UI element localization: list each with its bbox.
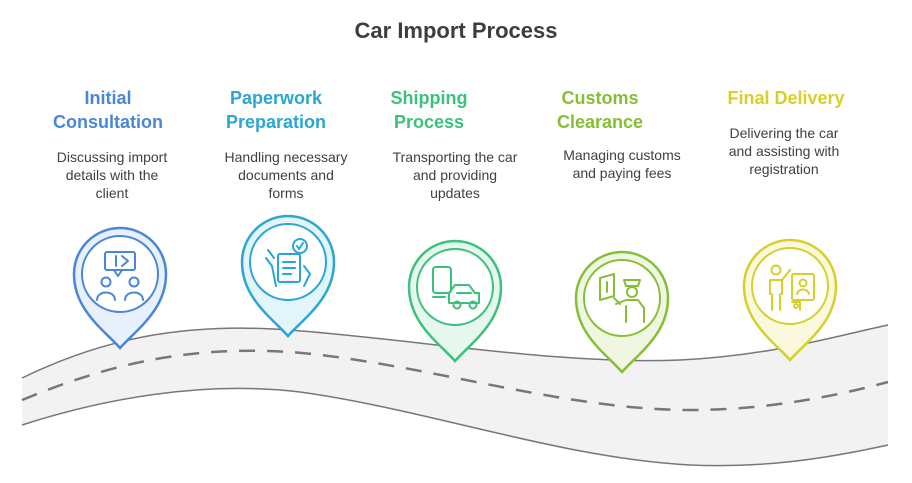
step-1-marker bbox=[72, 226, 168, 350]
step-1-desc-line-1: Discussing import bbox=[56, 149, 168, 165]
step-1-title-line-1: Initial bbox=[84, 88, 132, 108]
step-4-title-line-1: Customs bbox=[561, 88, 639, 108]
consultation-icon bbox=[96, 251, 144, 301]
step-4-marker-ring bbox=[583, 259, 661, 337]
step-3-desc-line-1: Transporting the car bbox=[392, 149, 518, 165]
road-center-line bbox=[21, 349, 889, 412]
step-3-description: Transporting the car and providing updat… bbox=[375, 148, 535, 202]
step-4-marker bbox=[574, 250, 670, 374]
step-3-desc-line-3: updates bbox=[430, 185, 480, 201]
step-5-desc-line-2: and assisting with bbox=[728, 143, 840, 159]
step-2-desc-line-3: forms bbox=[268, 185, 304, 201]
step-3-title: Shipping Process bbox=[344, 86, 514, 134]
step-3-desc-line-2: and providing bbox=[412, 167, 498, 183]
step-5-title-line-1: Final Delivery bbox=[727, 88, 845, 108]
step-2-marker bbox=[240, 214, 336, 338]
diagram-title: Car Import Process bbox=[354, 18, 558, 43]
document-checklist-icon bbox=[265, 238, 311, 287]
step-3-title-line-1: Shipping bbox=[390, 88, 468, 108]
step-4-title: Customs Clearance bbox=[515, 86, 685, 134]
step-3-marker bbox=[407, 239, 503, 363]
step-2-title-line-1: Paperwork bbox=[229, 88, 323, 108]
step-4-desc-line-2: and paying fees bbox=[572, 165, 672, 181]
step-3-marker-ring bbox=[416, 248, 494, 326]
step-2-desc-line-1: Handling necessary bbox=[224, 149, 348, 165]
step-2-title: Paperwork Preparation bbox=[191, 86, 361, 134]
step-3-title-line-2: Process bbox=[393, 112, 465, 132]
step-1-title-line-2: Consultation bbox=[53, 112, 163, 132]
road bbox=[22, 325, 888, 466]
step-1-desc-line-3: client bbox=[95, 185, 129, 201]
step-1-description: Discussing import details with the clien… bbox=[32, 148, 192, 202]
step-5-marker-ring bbox=[751, 247, 829, 325]
step-1-desc-line-2: details with the bbox=[65, 167, 159, 183]
step-4-desc-line-1: Managing customs bbox=[563, 147, 681, 163]
road-bottom-edge bbox=[21, 387, 889, 467]
step-2-description: Handling necessary documents and forms bbox=[206, 148, 366, 202]
step-4-description: Managing customs and paying fees bbox=[542, 146, 702, 182]
step-4-title-line-2: Clearance bbox=[556, 112, 644, 132]
delivery-registration-icon bbox=[769, 264, 815, 311]
step-5-marker bbox=[742, 238, 838, 362]
step-2-title-line-2: Preparation bbox=[225, 112, 327, 132]
step-1-title: Initial Consultation bbox=[23, 86, 193, 134]
step-5-title: Final Delivery bbox=[701, 86, 871, 110]
step-5-desc-line-1: Delivering the car bbox=[729, 125, 839, 141]
step-5-desc-line-3: registration bbox=[749, 161, 819, 177]
step-5-description: Delivering the car and assisting with re… bbox=[704, 124, 864, 178]
step-2-desc-line-2: documents and bbox=[238, 167, 334, 183]
customs-officer-icon bbox=[599, 273, 645, 323]
truck-car-icon bbox=[432, 266, 480, 310]
